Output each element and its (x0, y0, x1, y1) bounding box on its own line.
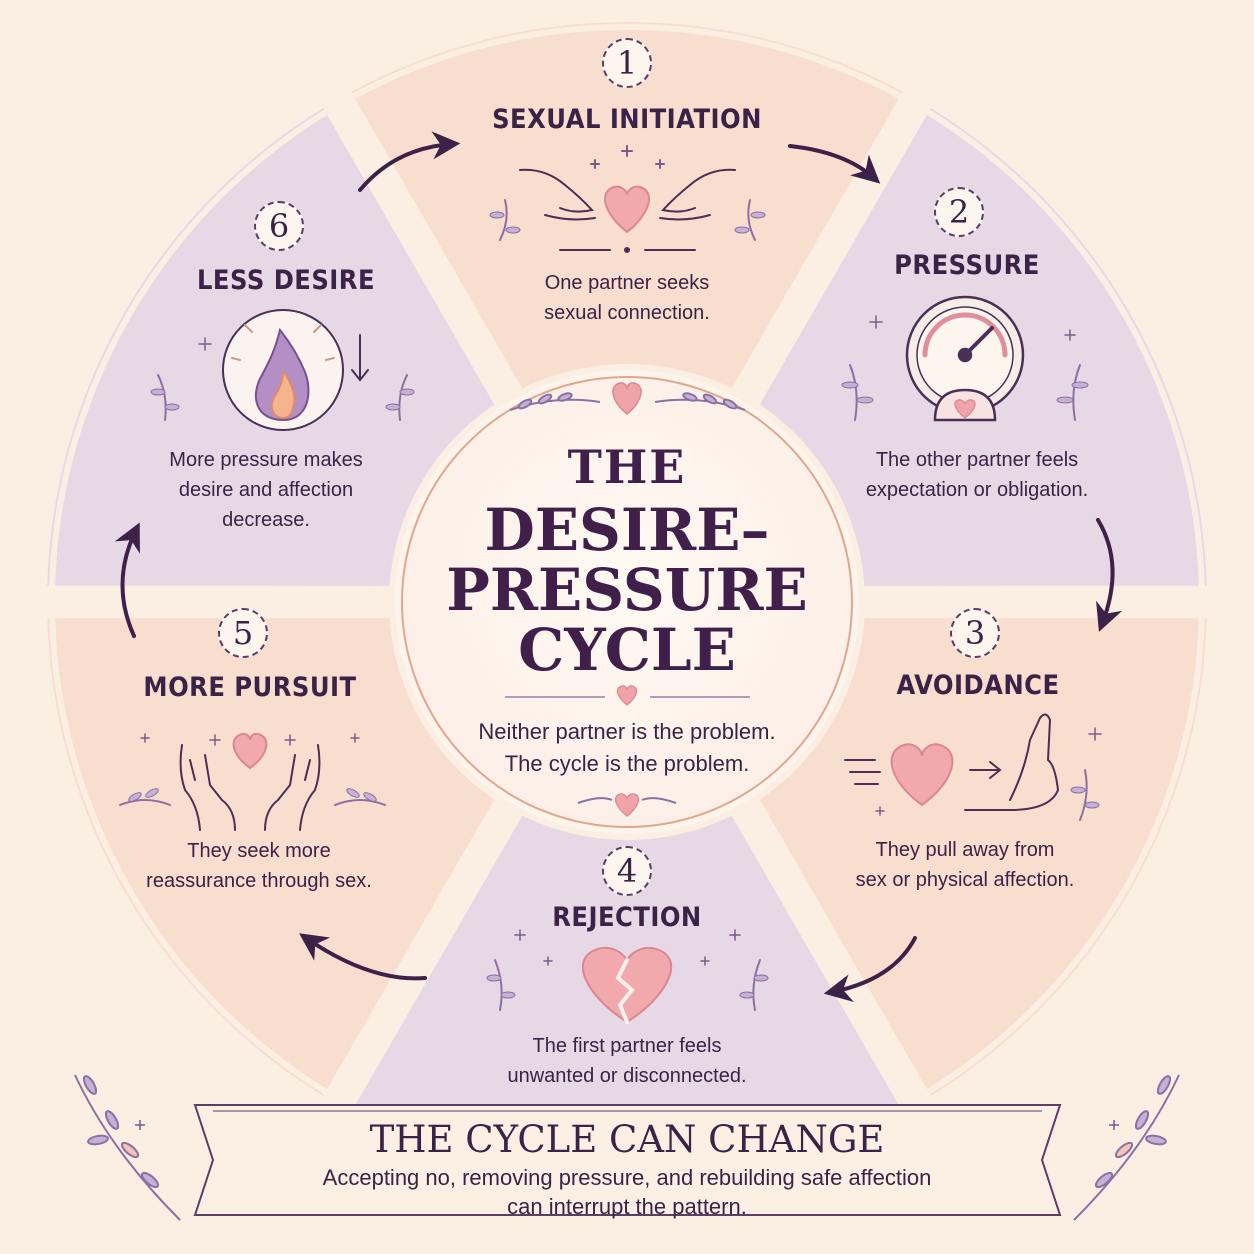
banner-ribbon (193, 1104, 1062, 1216)
stage-3-desc-line-2: sex or physical affection. (855, 869, 1075, 891)
center-note-line-2: The cycle is the problem. (504, 751, 750, 776)
stage-2-desc-line-2: expectation or obligation. (865, 479, 1089, 501)
stage-6-desc-line-3: decrease. (222, 509, 310, 531)
center-circle (401, 376, 853, 828)
fading-flame-icon (150, 309, 415, 431)
stage-6-desc-line-1: More pressure makes (169, 449, 363, 471)
center-note: Neither partner is the problem. The cycl… (427, 716, 827, 780)
stage-2-desc-line-1: The other partner feels (875, 449, 1079, 471)
banner-right-branch-icon (1073, 1074, 1180, 1221)
stage-4-description: The first partner feels unwanted or disc… (477, 1031, 777, 1091)
stage-6-number-badge: 6 (254, 201, 304, 251)
stage-1-number-badge: 1 (602, 38, 652, 88)
stage-2-number-badge: 2 (934, 187, 984, 237)
center-title-line-4: CYCLE (518, 616, 736, 684)
open-hands-heart-icon (119, 732, 386, 831)
stage-6-desc-line-2: desire and affection (178, 479, 354, 501)
center-top-heart-icon (612, 382, 642, 415)
arrow-2-to-3 (1096, 518, 1123, 632)
stage-3-title: AVOIDANCE (896, 670, 1060, 701)
stage-5-description: They seek more reassurance through sex. (109, 836, 409, 896)
stage-4-desc-line-2: unwanted or disconnected. (507, 1065, 747, 1087)
arrow-3-to-4 (823, 936, 917, 1002)
center-bottom-vine (577, 793, 677, 817)
segment-more-pursuit (47, 618, 495, 1097)
pressure-gauge-icon (841, 295, 1089, 422)
stage-1-desc-line-2: sexual connection. (544, 302, 710, 324)
stage-4-desc-line-1: The first partner feels (532, 1035, 722, 1057)
stage-5-title: MORE PURSUIT (143, 672, 357, 703)
center-top-vine (509, 392, 746, 411)
stage-6-description: More pressure makes desire and affection… (116, 445, 416, 535)
stage-5-desc-line-1: They seek more (187, 840, 331, 862)
stage-5-desc-line-2: reassurance through sex. (146, 870, 372, 892)
banner-text-line-1: Accepting no, removing pressure, and reb… (322, 1165, 932, 1190)
center-title-line-1: THE (567, 440, 687, 494)
arrow-5-to-6 (114, 522, 140, 638)
stage-5-number-badge: 5 (218, 608, 268, 658)
banner-text: Accepting no, removing pressure, and reb… (227, 1163, 1027, 1221)
banner-text-line-2: can interrupt the pattern. (507, 1194, 747, 1219)
arrow-1-to-2 (788, 144, 881, 184)
stage-2-title: PRESSURE (894, 250, 1040, 281)
arrow-6-to-1 (358, 131, 461, 192)
center-title-line-3: PRESSURE (446, 556, 808, 624)
stage-3-number-badge: 3 (950, 608, 1000, 658)
center-divider (505, 685, 750, 706)
center-note-line-1: Neither partner is the problem. (478, 719, 776, 744)
center-divider-heart-icon (616, 685, 638, 706)
stage-3-description: They pull away from sex or physical affe… (815, 835, 1115, 895)
stage-1-description: One partner seeks sexual connection. (477, 268, 777, 328)
stage-4-title: REJECTION (552, 902, 702, 933)
banner-title: THE CYCLE CAN CHANGE (369, 1118, 885, 1161)
center-bottom-heart-icon (614, 793, 640, 817)
stage-3-desc-line-1: They pull away from (875, 839, 1055, 861)
banner-left-branch-icon (74, 1074, 181, 1221)
center-title-line-2: DESIRE– (484, 496, 770, 564)
stage-1-title: SEXUAL INITIATION (492, 104, 762, 135)
reaching-hands-heart-icon (489, 145, 766, 253)
stage-4-number-badge: 4 (602, 846, 652, 896)
arrow-4-to-5 (299, 933, 427, 981)
heart-stop-hand-icon (844, 713, 1102, 821)
stage-6-title: LESS DESIRE (196, 265, 376, 296)
stage-1-desc-line-1: One partner seeks (544, 272, 710, 294)
stage-2-description: The other partner feels expectation or o… (827, 445, 1127, 505)
broken-heart-icon (486, 929, 769, 1024)
